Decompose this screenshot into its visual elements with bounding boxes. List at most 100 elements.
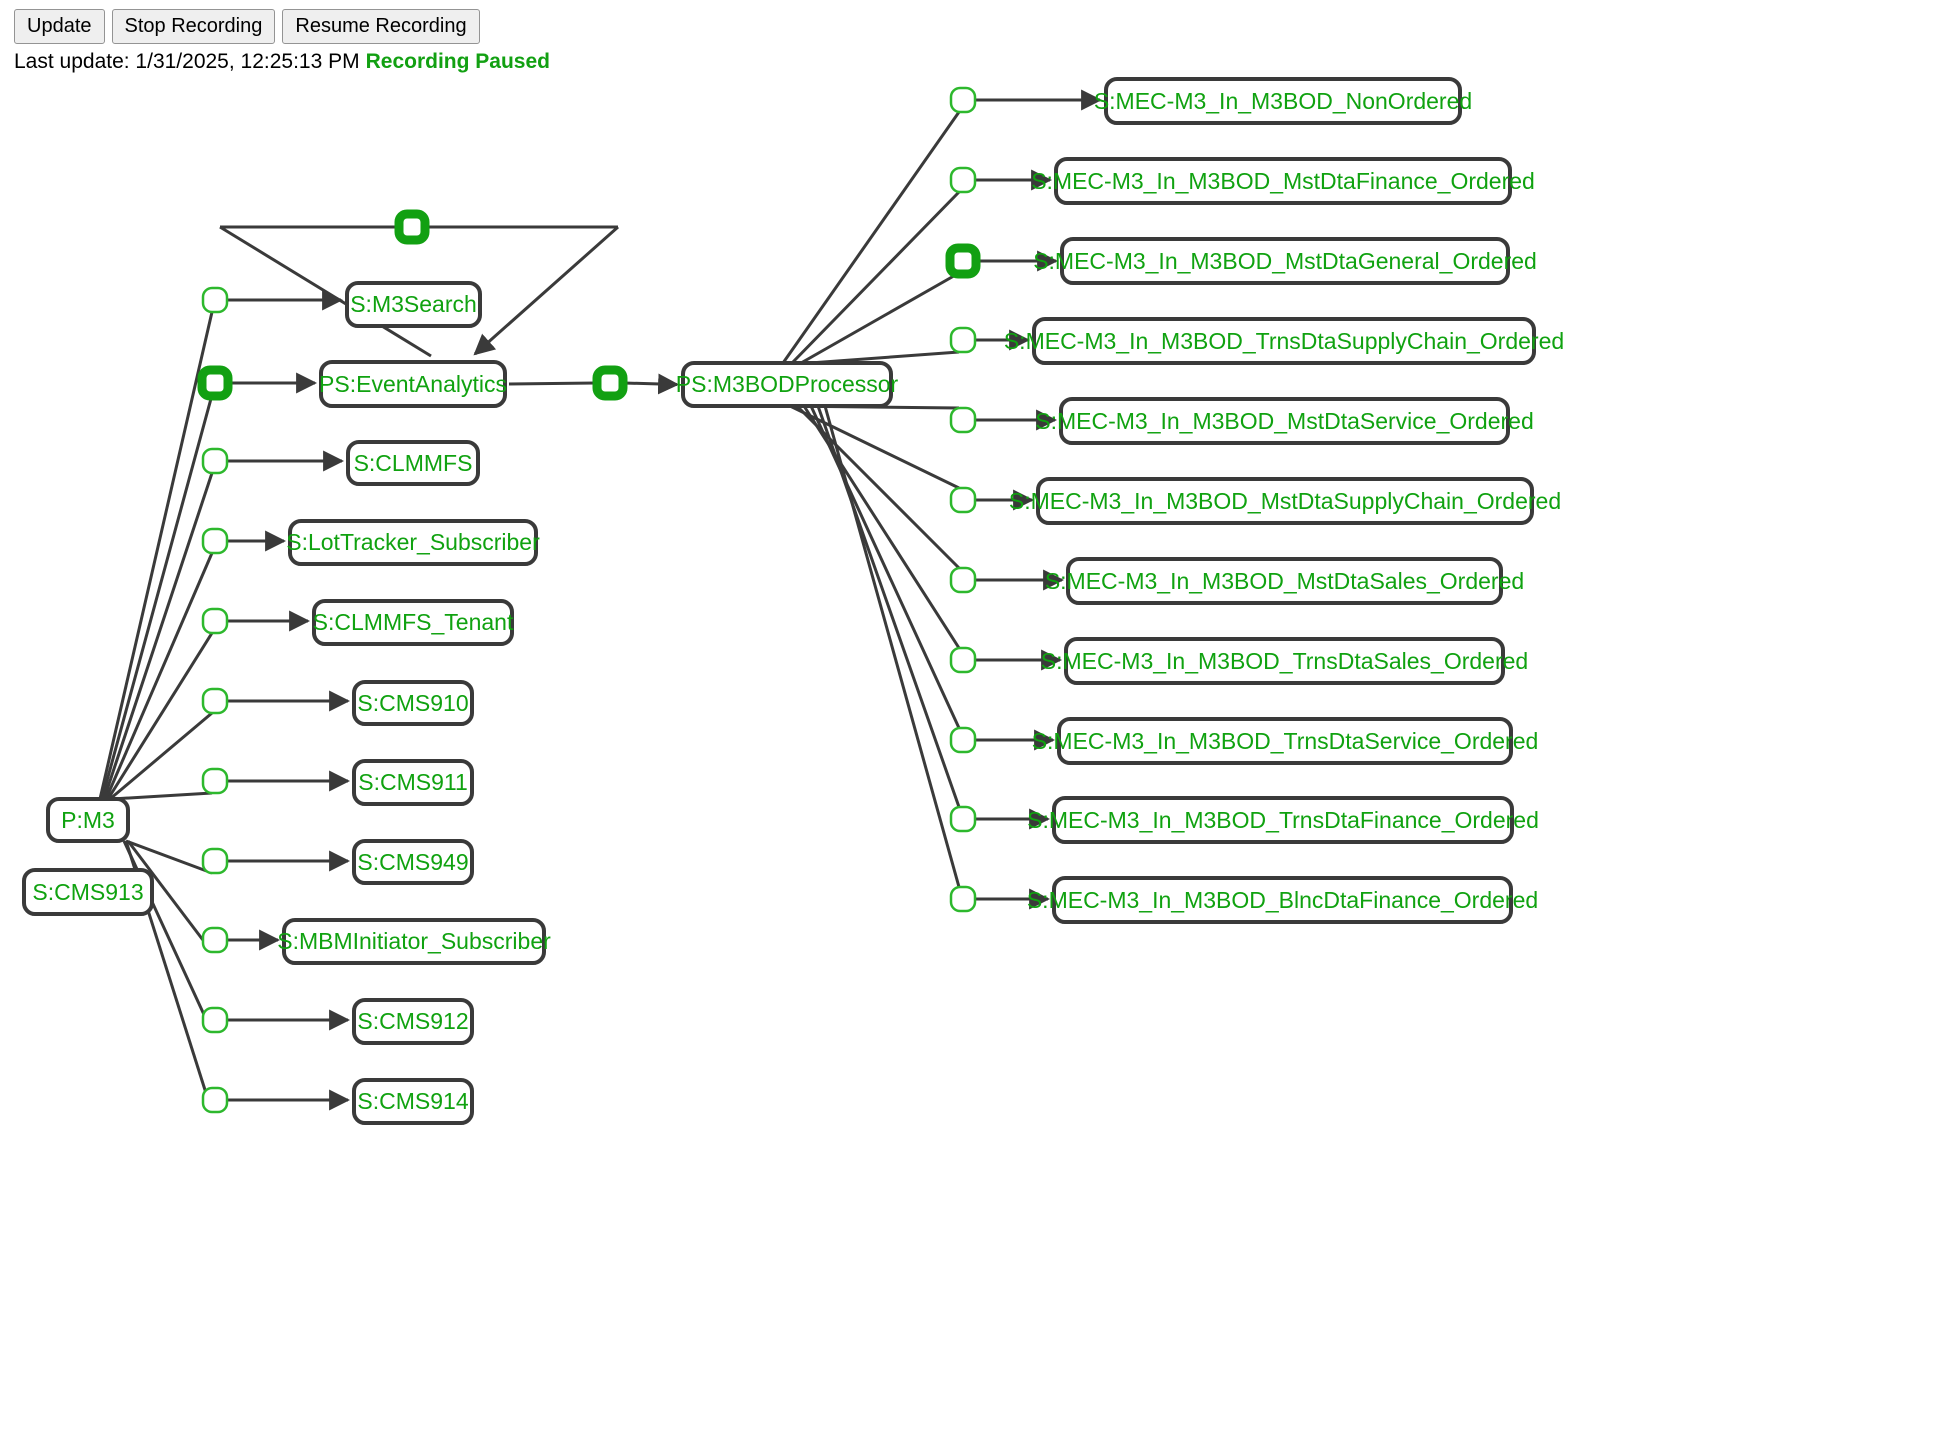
graph-edge [809,405,961,729]
node-label: S:CMS910 [357,689,469,716]
stop-recording-button[interactable]: Stop Recording [111,9,276,44]
node-label: S:MEC-M3_In_M3BOD_TrnsDtaFinance_Ordered [1027,806,1539,833]
node-label: S:CMS912 [357,1008,469,1034]
node-bod-trnsdtaservice-ordered[interactable]: S:MEC-M3_In_M3BOD_TrnsDtaService_Ordered [1032,717,1538,765]
node-s-cms913[interactable]: S:CMS913 [22,868,154,916]
graph-edge [816,405,961,808]
node-label: S:LotTracker_Subscriber [286,529,540,555]
toolbar: Update Stop Recording Resume Recording [14,9,480,44]
node-p-m3[interactable]: P:M3 [46,797,130,843]
edge-marker-s-cms949[interactable] [201,847,229,875]
edge-marker-bod-mstdtageneral-ordered[interactable] [945,243,981,279]
edge-marker-bod-trnsdtasales-ordered[interactable] [949,646,977,674]
node-s-lottracker-subscr[interactable]: S:LotTracker_Subscriber [286,519,540,566]
graph-edge [781,111,961,364]
graph-edge [790,190,961,365]
node-label: S:MEC-M3_In_M3BOD_MstDtaSales_Ordered [1044,567,1525,594]
node-bod-mstdtageneral-ordered[interactable]: S:MEC-M3_In_M3BOD_MstDtaGeneral_Ordered [1033,237,1537,285]
edge-marker-bod-nonordered[interactable] [949,86,977,114]
node-s-mbminitiator-subscr[interactable]: S:MBMInitiator_Subscriber [277,918,551,965]
node-label: S:MEC-M3_In_M3BOD_MstDtaSupplyChain_Orde… [1008,487,1562,514]
edge-marker-bod-mstdtasales-ordered[interactable] [949,566,977,594]
node-bod-trnsdtafinance-ordered[interactable]: S:MEC-M3_In_M3BOD_TrnsDtaFinance_Ordered [1027,796,1539,844]
node-bod-mstdtafinance-ordered[interactable]: S:MEC-M3_In_M3BOD_MstDtaFinance_Ordered [1031,157,1535,205]
node-label: S:MEC-M3_In_M3BOD_NonOrdered [1093,87,1473,114]
node-label: S:CMS914 [357,1088,469,1114]
marker-layer [197,86,981,1114]
node-label: S:MBMInitiator_Subscriber [277,928,551,954]
edge-marker-bod-trnsdtaservice-ordered[interactable] [949,726,977,754]
edge-marker-s-cms910[interactable] [201,687,229,715]
graph-edge [106,632,214,800]
graph-edge [219,225,432,358]
edge-marker-bod-trnsdtafinance-ordered[interactable] [949,805,977,833]
edge-layer [98,89,1103,1113]
edge-marker-s-cms912[interactable] [201,1006,229,1034]
edge-marker-eventanalytics-selfloop[interactable] [394,209,430,245]
node-label: S:CLMMFS_Tenant [312,609,514,635]
edge-marker-s-cms914[interactable] [201,1086,229,1114]
node-label: S:MEC-M3_In_M3BOD_MstDtaGeneral_Ordered [1033,247,1537,274]
node-label: S:MEC-M3_In_M3BOD_MstDtaFinance_Ordered [1031,167,1535,194]
edge-marker-m3bodprocessor-link[interactable] [592,365,628,401]
graph-edge [111,791,213,801]
edge-marker-s-m3search[interactable] [201,286,229,314]
node-bod-blncdtafinance-ordered[interactable]: S:MEC-M3_In_M3BOD_BlncDtaFinance_Ordered [1027,876,1538,924]
node-bod-nonordered[interactable]: S:MEC-M3_In_M3BOD_NonOrdered [1094,77,1472,125]
resume-recording-button[interactable]: Resume Recording [282,9,480,44]
node-s-cms949[interactable]: S:CMS949 [352,839,474,885]
edge-marker-bod-trnsdtasupplychain-ord[interactable] [949,326,977,354]
node-s-cms912[interactable]: S:CMS912 [352,998,474,1045]
node-bod-mstdtasales-ordered[interactable]: S:MEC-M3_In_M3BOD_MstDtaSales_Ordered [1045,557,1524,605]
graph-edge [100,394,214,800]
graph-edge [623,373,680,395]
node-label: S:MEC-M3_In_M3BOD_TrnsDtaService_Ordered [1031,727,1539,754]
edge-marker-s-lottracker-subscr[interactable] [201,527,229,555]
node-label: S:CMS913 [32,878,144,905]
edge-marker-ps-eventanalytics[interactable] [197,365,233,401]
edge-marker-bod-blncdtafinance-ordered[interactable] [949,885,977,913]
edge-marker-bod-mstdtaservice-ordered[interactable] [949,406,977,434]
graph-edge [800,271,960,365]
graph-edge [473,225,619,356]
node-label: P:M3 [61,806,115,833]
node-s-clmmfs-tenant[interactable]: S:CLMMFS_Tenant [312,599,514,646]
edge-marker-bod-mstdtafinance-ordered[interactable] [949,166,977,194]
graph-edge [98,311,214,800]
node-label: S:M3Search [350,291,477,317]
edge-marker-s-cms911[interactable] [201,767,229,795]
node-label: S:CLMMFS [353,449,473,476]
node-label: S:MEC-M3_In_M3BOD_MstDtaService_Ordered [1035,407,1534,434]
node-s-clmmfs[interactable]: S:CLMMFS [346,440,480,486]
edge-marker-s-clmmfs-tenant[interactable] [201,607,229,635]
edge-marker-s-clmmfs[interactable] [201,447,229,475]
recording-state-badge: Recording Paused [365,50,550,73]
update-button[interactable]: Update [14,9,105,44]
node-label: S:CMS911 [358,769,468,795]
graph-edge [823,405,961,888]
graph-edge [102,472,214,800]
node-s-cms910[interactable]: S:CMS910 [352,680,474,726]
graph-edge [125,839,213,875]
graph-edge [508,381,597,386]
node-ps-m3bodprocessor[interactable]: PS:M3BODProcessor [676,361,898,408]
node-bod-mstdtaservice-ordered[interactable]: S:MEC-M3_In_M3BOD_MstDtaService_Ordered [1035,397,1534,445]
node-bod-mstdtasupplychain-ord[interactable]: S:MEC-M3_In_M3BOD_MstDtaSupplyChain_Orde… [1009,477,1561,525]
node-bod-trnsdtasupplychain-ord[interactable]: S:MEC-M3_In_M3BOD_TrnsDtaSupplyChain_Ord… [1004,317,1564,365]
node-s-cms911[interactable]: S:CMS911 [352,759,474,806]
edge-marker-bod-mstdtasupplychain-ord[interactable] [949,486,977,514]
node-s-m3search[interactable]: S:M3Search [345,281,482,328]
node-ps-eventanalytics[interactable]: PS:EventAnalytics [319,360,507,408]
node-bod-trnsdtasales-ordered[interactable]: S:MEC-M3_In_M3BOD_TrnsDtaSales_Ordered [1041,637,1528,685]
node-label: PS:EventAnalytics [319,370,507,397]
edge-marker-s-mbminitiator-subscr[interactable] [201,926,229,954]
node-label: PS:M3BODProcessor [675,371,899,397]
node-label: S:MEC-M3_In_M3BOD_BlncDtaFinance_Ordered [1026,886,1539,913]
graph-edge [126,840,214,953]
graph-edge [109,711,213,801]
node-label: S:MEC-M3_In_M3BOD_TrnsDtaSupplyChain_Ord… [1003,327,1565,354]
node-s-cms914[interactable]: S:CMS914 [352,1078,474,1125]
